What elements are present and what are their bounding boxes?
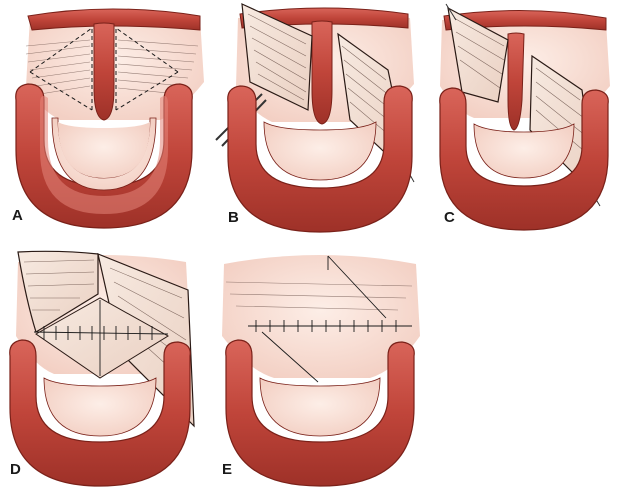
- palate-mucosa: [222, 255, 420, 378]
- uvula: [507, 32, 525, 131]
- panel-label-c: C: [444, 209, 455, 226]
- panel-label-a: A: [12, 207, 23, 224]
- panel-label-e: E: [222, 461, 232, 478]
- left-pillar-hatching: [25, 39, 91, 95]
- panel-b: B: [215, 3, 415, 233]
- tongue-outer: [439, 87, 609, 231]
- uvula: [311, 20, 333, 125]
- tongue-outer: [9, 339, 191, 487]
- velum-muscle: [443, 9, 607, 31]
- sutures: [33, 300, 169, 376]
- panel-c: C: [439, 3, 610, 231]
- right-pillar-hatching: [117, 39, 199, 95]
- velum-muscle: [27, 8, 201, 31]
- panel-label-d: D: [10, 461, 21, 478]
- sutures: [248, 255, 412, 383]
- left-flap: [241, 3, 313, 111]
- panel-label-b: B: [228, 209, 239, 226]
- left-flap: [17, 250, 99, 333]
- panel-e: E: [222, 255, 420, 487]
- palate-mucosa: [26, 12, 204, 120]
- panel-d: D: [9, 250, 195, 487]
- left-flap: [447, 6, 509, 103]
- incision-lines: [29, 27, 179, 111]
- tongue-outer: [225, 339, 415, 487]
- tongue-outer: [227, 85, 413, 233]
- suture-diamond: [35, 297, 169, 379]
- panel-a: A: [12, 8, 204, 229]
- uvula: [93, 22, 115, 121]
